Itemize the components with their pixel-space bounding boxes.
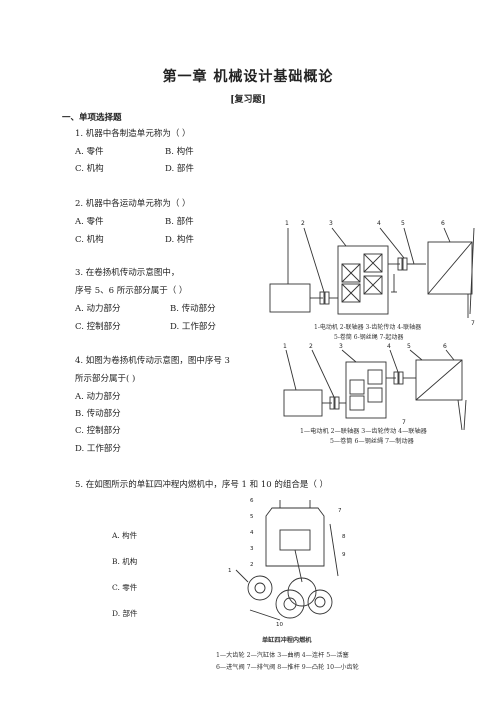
engine-diagram-drawing: 6 5 4 3 2 1 7 8 9 10 <box>228 498 346 628</box>
fig2-num-4: 4 <box>387 343 391 350</box>
fig3-num-3: 3 <box>250 546 254 552</box>
option-c: C. 零件 <box>112 583 138 592</box>
option-c: C. 控制部分 <box>75 322 121 332</box>
fig3-num-7: 7 <box>338 508 342 514</box>
engine-diagram: 6 5 4 3 2 1 7 8 9 10 <box>220 496 370 628</box>
option-c: C. 控制部分 <box>75 426 121 436</box>
fig1-num-3: 3 <box>329 220 333 227</box>
fig1-legend-line2: 5-卷筒 6-钢丝绳 7-起动器 <box>334 334 404 341</box>
page-title: 第一章 机械设计基础概论 <box>162 69 334 85</box>
fig3-num-8: 8 <box>342 534 346 540</box>
motor-shape <box>269 283 311 313</box>
fig1-num-1: 1 <box>285 220 289 227</box>
option-d: D. 部件 <box>112 609 138 618</box>
fig3-legend-line1: 1—大齿轮 2—汽缸体 3—曲柄 4—连杆 5—活塞 <box>216 652 349 659</box>
winch-diagram-2-drawing: 1 2 3 4 5 6 7 <box>283 343 467 431</box>
section-heading: 一、单项选择题 <box>62 113 122 123</box>
gearbox-shape <box>337 245 389 315</box>
question-stem-line2: 序号 5、6 所示部分属于（ ） <box>75 286 188 296</box>
fig1-num-6: 6 <box>441 220 445 227</box>
fig2-num-3: 3 <box>339 343 343 350</box>
crank-shape <box>287 577 317 607</box>
question-stem-line1: 4. 如图为卷扬机传动示意图，图中序号 3 <box>75 356 230 366</box>
fig2-num-7: 7 <box>402 419 406 426</box>
fig3-num-9: 9 <box>342 552 346 558</box>
option-b: B. 传动部分 <box>170 304 216 314</box>
winch-diagram-1: 1 2 3 4 5 6 7 <box>258 214 484 346</box>
fig1-num-2: 2 <box>301 220 305 227</box>
fig3-num-2: 2 <box>250 562 254 568</box>
option-a: A. 动力部分 <box>75 392 121 402</box>
fig2-num-6: 6 <box>443 343 447 350</box>
option-b: B. 机构 <box>112 557 138 566</box>
option-a: A. 零件 <box>75 147 104 157</box>
gearbox-shape <box>345 361 387 419</box>
question-stem-line1: 3. 在卷扬机传动示意图中， <box>75 268 180 278</box>
fig2-num-1: 1 <box>283 343 287 350</box>
option-a: A. 动力部分 <box>75 304 121 314</box>
winch-diagram-1-drawing: 1 2 3 4 5 6 7 <box>269 220 475 327</box>
question-stem: 2. 机器中各运动单元称为（ ） <box>75 199 191 209</box>
fig1-num-4: 4 <box>377 220 381 227</box>
connecting-rod <box>294 549 303 583</box>
fig3-num-1: 1 <box>228 568 232 574</box>
fig3-legend-line2: 6—进气阀 7—排气阀 8—推杆 9—凸轮 10—小齿轮 <box>216 664 359 671</box>
drum-shape <box>415 359 463 401</box>
page-subtitle: [复习题] <box>230 95 266 105</box>
fig1-legend-line1: 1-电动机 2-联轴器 3-齿轮传动 4-联轴器 <box>314 324 422 331</box>
fig2-num-2: 2 <box>309 343 313 350</box>
option-b: B. 部件 <box>165 217 194 227</box>
cylinder-block <box>265 507 325 567</box>
option-d: D. 工作部分 <box>170 322 216 332</box>
option-d: D. 部件 <box>165 164 194 174</box>
fig1-num-5: 5 <box>401 220 405 227</box>
fig3-num-10: 10 <box>276 622 283 626</box>
option-b: B. 构件 <box>165 147 194 157</box>
question-stem-line2: 所示部分属于( ) <box>75 374 136 384</box>
option-a: A. 构件 <box>112 531 138 540</box>
fig3-caption: 单缸四冲程内燃机 <box>262 637 312 644</box>
motor-shape <box>283 389 323 417</box>
winch-diagram-2: 1 2 3 4 5 6 7 <box>272 340 484 448</box>
fig3-num-4: 4 <box>250 530 254 536</box>
option-c: C. 机构 <box>75 164 104 174</box>
option-a: A. 零件 <box>75 217 104 227</box>
fig2-num-5: 5 <box>407 343 411 350</box>
question-stem: 5. 在如图所示的单缸四冲程内燃机中，序号 1 和 10 的组合是（ ） <box>75 480 329 490</box>
option-b: B. 传动部分 <box>75 409 121 419</box>
fig1-num-7: 7 <box>471 320 475 327</box>
option-d: D. 构件 <box>165 235 194 245</box>
piston-shape <box>279 529 311 551</box>
option-c: C. 机构 <box>75 235 104 245</box>
option-d: D. 工作部分 <box>75 444 121 454</box>
fig2-legend-line2: 5—卷筒 6—钢丝绳 7—制动器 <box>330 438 414 445</box>
fig2-legend-line1: 1—电动机 2—联轴器 3—齿轮传动 4—联轴器 <box>300 428 427 435</box>
fig3-num-6: 6 <box>250 498 254 504</box>
fig3-num-5: 5 <box>250 514 254 520</box>
question-stem: 1. 机器中各制造单元称为（ ） <box>75 129 191 139</box>
